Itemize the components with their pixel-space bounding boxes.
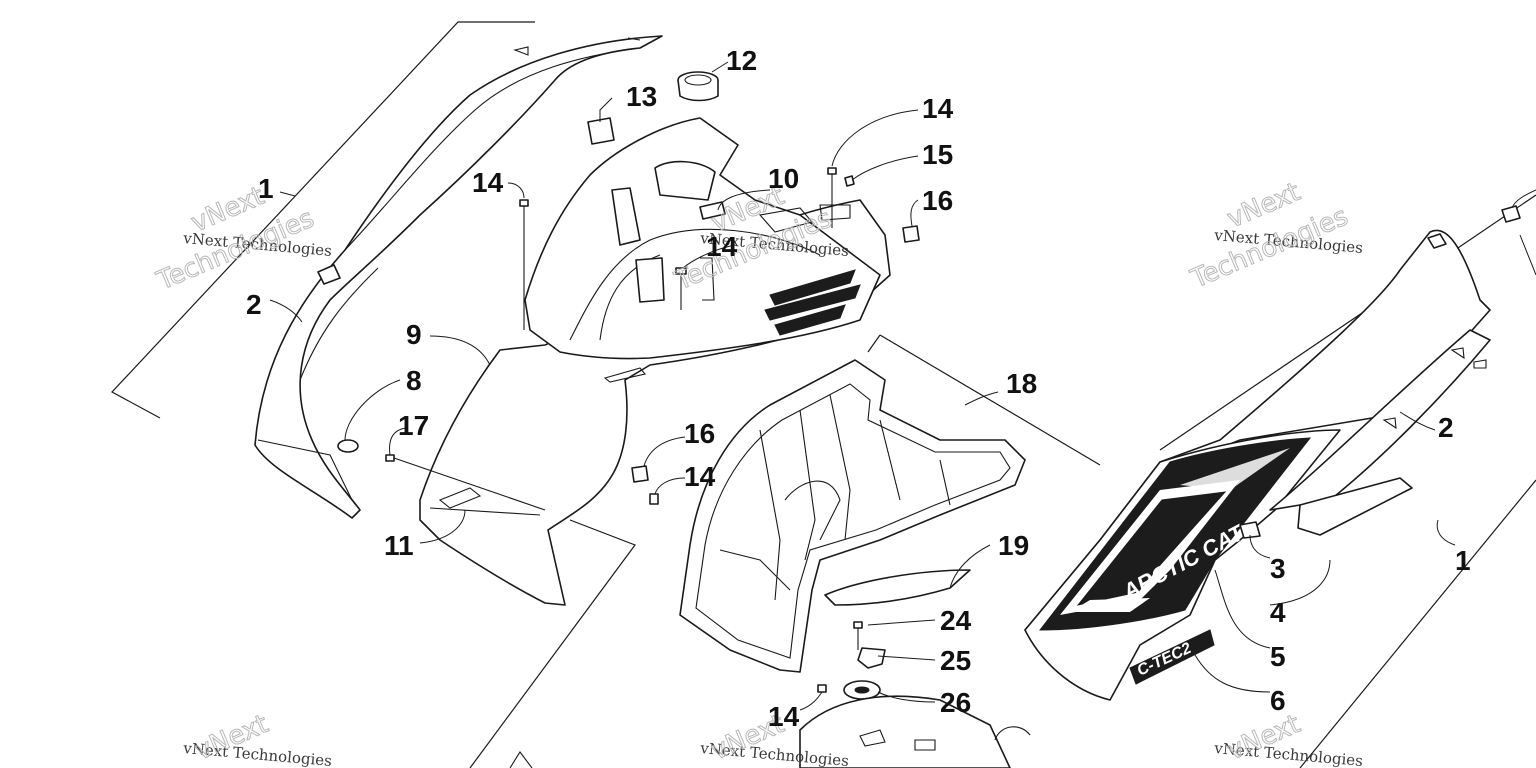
callout-17: 17 [398, 410, 429, 441]
callout-labels: 1 1 2 2 3 4 5 6 8 9 10 11 12 13 14 14 14… [246, 45, 1471, 732]
cap [677, 71, 719, 102]
callout-2: 2 [246, 289, 262, 320]
assembly-frame-lines [111, 21, 1536, 768]
callout-12: 12 [726, 45, 757, 76]
callout-16: 16 [684, 418, 715, 449]
callout-13: 13 [626, 81, 657, 112]
hood-pads [587, 117, 726, 220]
callout-11: 11 [384, 530, 414, 561]
lower-bracket [509, 695, 1031, 768]
grommet [843, 680, 881, 700]
callout-24: 24 [940, 605, 972, 636]
callout-2: 2 [1438, 412, 1454, 443]
callout-14: 14 [922, 93, 954, 124]
callout-6: 6 [1270, 685, 1286, 716]
leader-lines [269, 61, 1536, 711]
o-ring [337, 439, 359, 453]
callout-4: 4 [1270, 597, 1286, 628]
tub-liner [824, 569, 971, 606]
callout-14: 14 [768, 701, 800, 732]
callout-1: 1 [258, 173, 274, 204]
callout-1: 1 [1455, 545, 1471, 576]
callout-19: 19 [998, 530, 1029, 561]
storage-tub [679, 359, 1026, 673]
callout-25: 25 [940, 645, 971, 676]
callout-26: 26 [940, 687, 971, 718]
callout-5: 5 [1270, 641, 1286, 672]
callout-16: 16 [922, 185, 953, 216]
callout-14: 14 [684, 461, 716, 492]
left-side-panel [254, 35, 663, 519]
callout-9: 9 [406, 319, 422, 350]
fasteners [385, 167, 920, 693]
clip [857, 647, 886, 669]
callout-3: 3 [1270, 553, 1286, 584]
callout-8: 8 [406, 365, 422, 396]
front-hood [419, 117, 891, 606]
right-side-panel: ARCTIC CAT C-TEC2 [1024, 205, 1521, 701]
callout-18: 18 [1006, 368, 1037, 399]
callout-14: 14 [472, 167, 504, 198]
callout-14: 14 [706, 231, 738, 262]
callout-15: 15 [922, 139, 953, 170]
callout-10: 10 [768, 163, 799, 194]
